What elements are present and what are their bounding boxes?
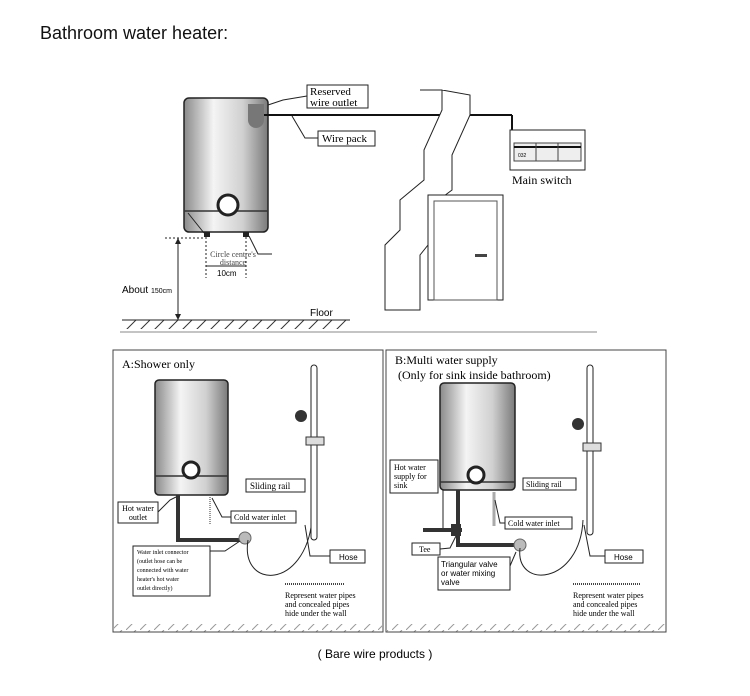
valve-label-2: or water mixing: [441, 569, 495, 578]
circle-centre-label-2: distance: [220, 258, 247, 267]
circle-centre-label: Circle centre's: [210, 250, 256, 259]
floor-label: Floor: [310, 308, 333, 319]
about-label: About: [122, 285, 148, 296]
wire-outlet-icon: [248, 104, 264, 128]
connector-label-3: connected with water: [137, 568, 188, 574]
connector-label-4: heater's hot water: [137, 577, 179, 583]
hose-label: Hose: [614, 553, 633, 562]
panel-b: B:Multi water supply (Only for sink insi…: [385, 349, 667, 633]
door: [427, 194, 504, 301]
valve-label-3: valve: [441, 578, 460, 587]
represent-label-2: and concealed pipes: [573, 600, 637, 609]
hot-water-outlet-label-2: outlet: [129, 513, 148, 522]
connector-label-2: (outlet hose can be: [137, 558, 182, 565]
reserved-wire-outlet-label: Reserved wire outlet: [267, 84, 369, 109]
wire-pack-label: Wire pack: [291, 115, 376, 147]
represent-label-3: hide under the wall: [573, 609, 635, 618]
floor-hatch: [122, 320, 350, 329]
panel-a: A:Shower only Sliding rail Hot water out…: [112, 349, 384, 633]
height-value: 150cm: [151, 288, 172, 295]
sliding-rail-label: Sliding rail: [250, 481, 291, 491]
caption: ( Bare wire products ): [318, 647, 433, 661]
svg-text:032: 032: [518, 153, 527, 159]
sliding-rail-label: Sliding rail: [526, 480, 563, 489]
hot-water-sink-label-3: sink: [394, 481, 407, 490]
panel-b-subtitle: (Only for sink inside bathroom): [398, 368, 551, 382]
panel-b-title: B:Multi water supply: [395, 353, 498, 367]
represent-label: Represent water pipes: [285, 591, 356, 600]
hot-water-sink-label-2: supply for: [394, 472, 427, 481]
top-heater: [183, 97, 269, 237]
dimension-lines: [165, 212, 272, 320]
page-title: Bathroom water heater:: [40, 23, 228, 43]
svg-text:wire outlet: wire outlet: [310, 97, 357, 109]
connector-label-5: outlet directly): [137, 585, 173, 592]
cold-water-inlet-label: Cold water inlet: [234, 513, 286, 522]
represent-label: Represent water pipes: [573, 591, 644, 600]
represent-label-3: hide under the wall: [285, 609, 347, 618]
svg-text:Wire pack: Wire pack: [322, 133, 368, 145]
tee-label: Tee: [419, 545, 431, 554]
main-switch-label: Main switch: [512, 173, 572, 187]
hot-water-outlet-label: Hot water: [122, 504, 154, 513]
cold-water-inlet-label: Cold water inlet: [508, 519, 560, 528]
panel-a-title: A:Shower only: [122, 357, 195, 371]
represent-label-2: and concealed pipes: [285, 600, 349, 609]
svg-text:Reserved: Reserved: [310, 86, 351, 98]
main-switch: 032: [509, 129, 586, 171]
hose-label: Hose: [339, 553, 358, 562]
valve-label: Triangular valve: [441, 560, 498, 569]
hot-water-sink-label: Hot water: [394, 463, 426, 472]
distance-value: 10cm: [217, 269, 237, 278]
connector-label: Water inlet connector: [137, 550, 189, 556]
